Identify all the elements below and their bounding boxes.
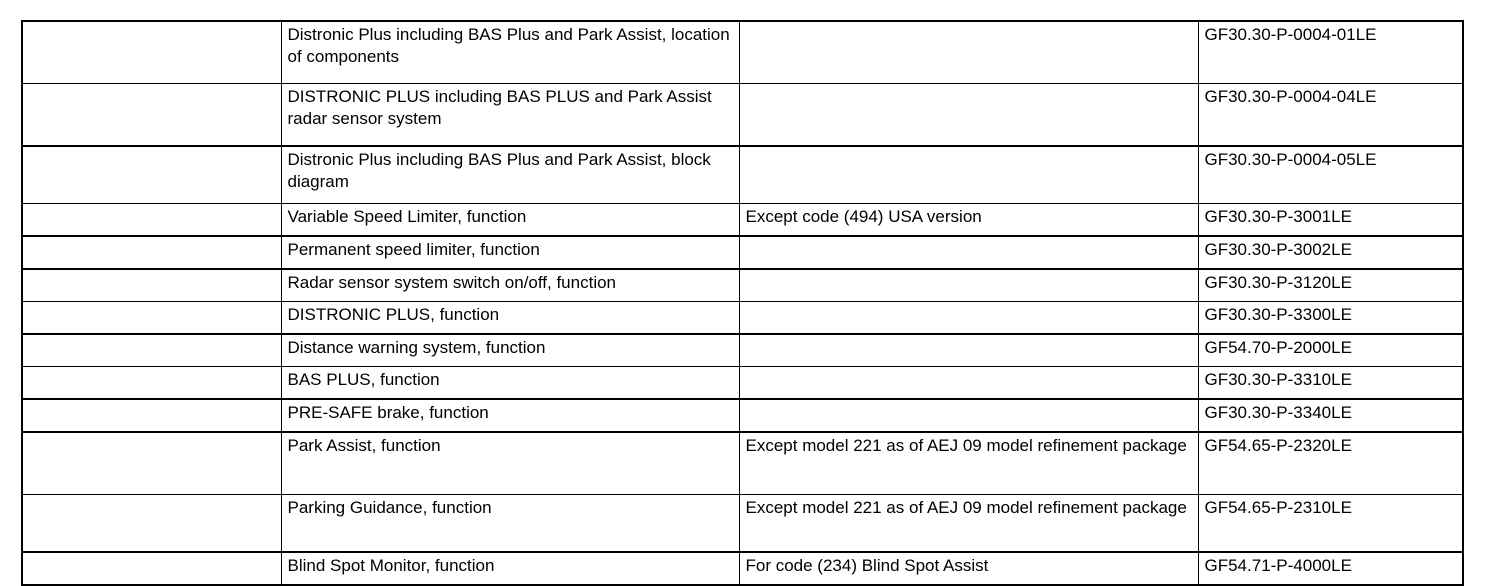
cell-index [21, 494, 282, 553]
cell-document-code: GF30.30-P-3002LE [1197, 235, 1464, 270]
table-row: BAS PLUS, function GF30.30-P-3310LE [21, 366, 1464, 400]
cell-condition [738, 398, 1199, 433]
cell-condition: For code (234) Blind Spot Assist [738, 551, 1199, 586]
document-reference-table: Distronic Plus including BAS Plus and Pa… [21, 20, 1464, 586]
cell-index [21, 20, 282, 84]
cell-description: Distance warning system, function [280, 333, 740, 367]
cell-index [21, 333, 282, 367]
cell-description: Distronic Plus including BAS Plus and Pa… [280, 20, 740, 84]
cell-document-code: GF30.30-P-3300LE [1197, 301, 1464, 335]
table-row: Distance warning system, function GF54.7… [21, 333, 1464, 367]
cell-condition [738, 268, 1199, 302]
cell-document-code: GF30.30-P-0004-01LE [1197, 20, 1464, 84]
cell-description: DISTRONIC PLUS including BAS PLUS and Pa… [280, 83, 740, 147]
cell-document-code: GF30.30-P-3120LE [1197, 268, 1464, 302]
cell-condition [738, 235, 1199, 270]
cell-condition: Except model 221 as of AEJ 09 model refi… [738, 431, 1199, 495]
cell-index [21, 83, 282, 147]
table-row: DISTRONIC PLUS, function GF30.30-P-3300L… [21, 301, 1464, 335]
cell-condition [738, 83, 1199, 147]
cell-description: BAS PLUS, function [280, 366, 740, 400]
cell-condition: Except code (494) USA version [738, 203, 1199, 237]
table-row: DISTRONIC PLUS including BAS PLUS and Pa… [21, 83, 1464, 147]
cell-condition [738, 301, 1199, 335]
cell-index [21, 551, 282, 586]
cell-description: Distronic Plus including BAS Plus and Pa… [280, 145, 740, 204]
cell-condition [738, 333, 1199, 367]
cell-document-code: GF30.30-P-0004-04LE [1197, 83, 1464, 147]
cell-index [21, 301, 282, 335]
cell-index [21, 268, 282, 302]
cell-document-code: GF54.70-P-2000LE [1197, 333, 1464, 367]
cell-description: DISTRONIC PLUS, function [280, 301, 740, 335]
cell-description: Park Assist, function [280, 431, 740, 495]
cell-document-code: GF30.30-P-3310LE [1197, 366, 1464, 400]
cell-condition [738, 20, 1199, 84]
cell-description: Variable Speed Limiter, function [280, 203, 740, 237]
table-row: Distronic Plus including BAS Plus and Pa… [21, 145, 1464, 204]
cell-description: Radar sensor system switch on/off, funct… [280, 268, 740, 302]
cell-description: PRE-SAFE brake, function [280, 398, 740, 433]
table-row: Distronic Plus including BAS Plus and Pa… [21, 20, 1464, 84]
cell-document-code: GF30.30-P-3001LE [1197, 203, 1464, 237]
cell-document-code: GF54.65-P-2320LE [1197, 431, 1464, 495]
cell-condition [738, 145, 1199, 204]
table-row: Variable Speed Limiter, function Except … [21, 203, 1464, 237]
cell-index [21, 431, 282, 495]
cell-index [21, 366, 282, 400]
table-row: PRE-SAFE brake, function GF30.30-P-3340L… [21, 398, 1464, 433]
cell-condition: Except model 221 as of AEJ 09 model refi… [738, 494, 1199, 553]
table-row: Radar sensor system switch on/off, funct… [21, 268, 1464, 302]
cell-document-code: GF30.30-P-3340LE [1197, 398, 1464, 433]
cell-document-code: GF54.71-P-4000LE [1197, 551, 1464, 586]
cell-description: Blind Spot Monitor, function [280, 551, 740, 586]
cell-index [21, 203, 282, 237]
table-row: Parking Guidance, function Except model … [21, 494, 1464, 553]
table-row: Permanent speed limiter, function GF30.3… [21, 235, 1464, 270]
table-row: Park Assist, function Except model 221 a… [21, 431, 1464, 495]
cell-description: Permanent speed limiter, function [280, 235, 740, 270]
table-body: Distronic Plus including BAS Plus and Pa… [21, 20, 1464, 586]
cell-document-code: GF54.65-P-2310LE [1197, 494, 1464, 553]
cell-condition [738, 366, 1199, 400]
cell-index [21, 398, 282, 433]
cell-document-code: GF30.30-P-0004-05LE [1197, 145, 1464, 204]
cell-index [21, 145, 282, 204]
cell-description: Parking Guidance, function [280, 494, 740, 553]
cell-index [21, 235, 282, 270]
table-row: Blind Spot Monitor, function For code (2… [21, 551, 1464, 586]
